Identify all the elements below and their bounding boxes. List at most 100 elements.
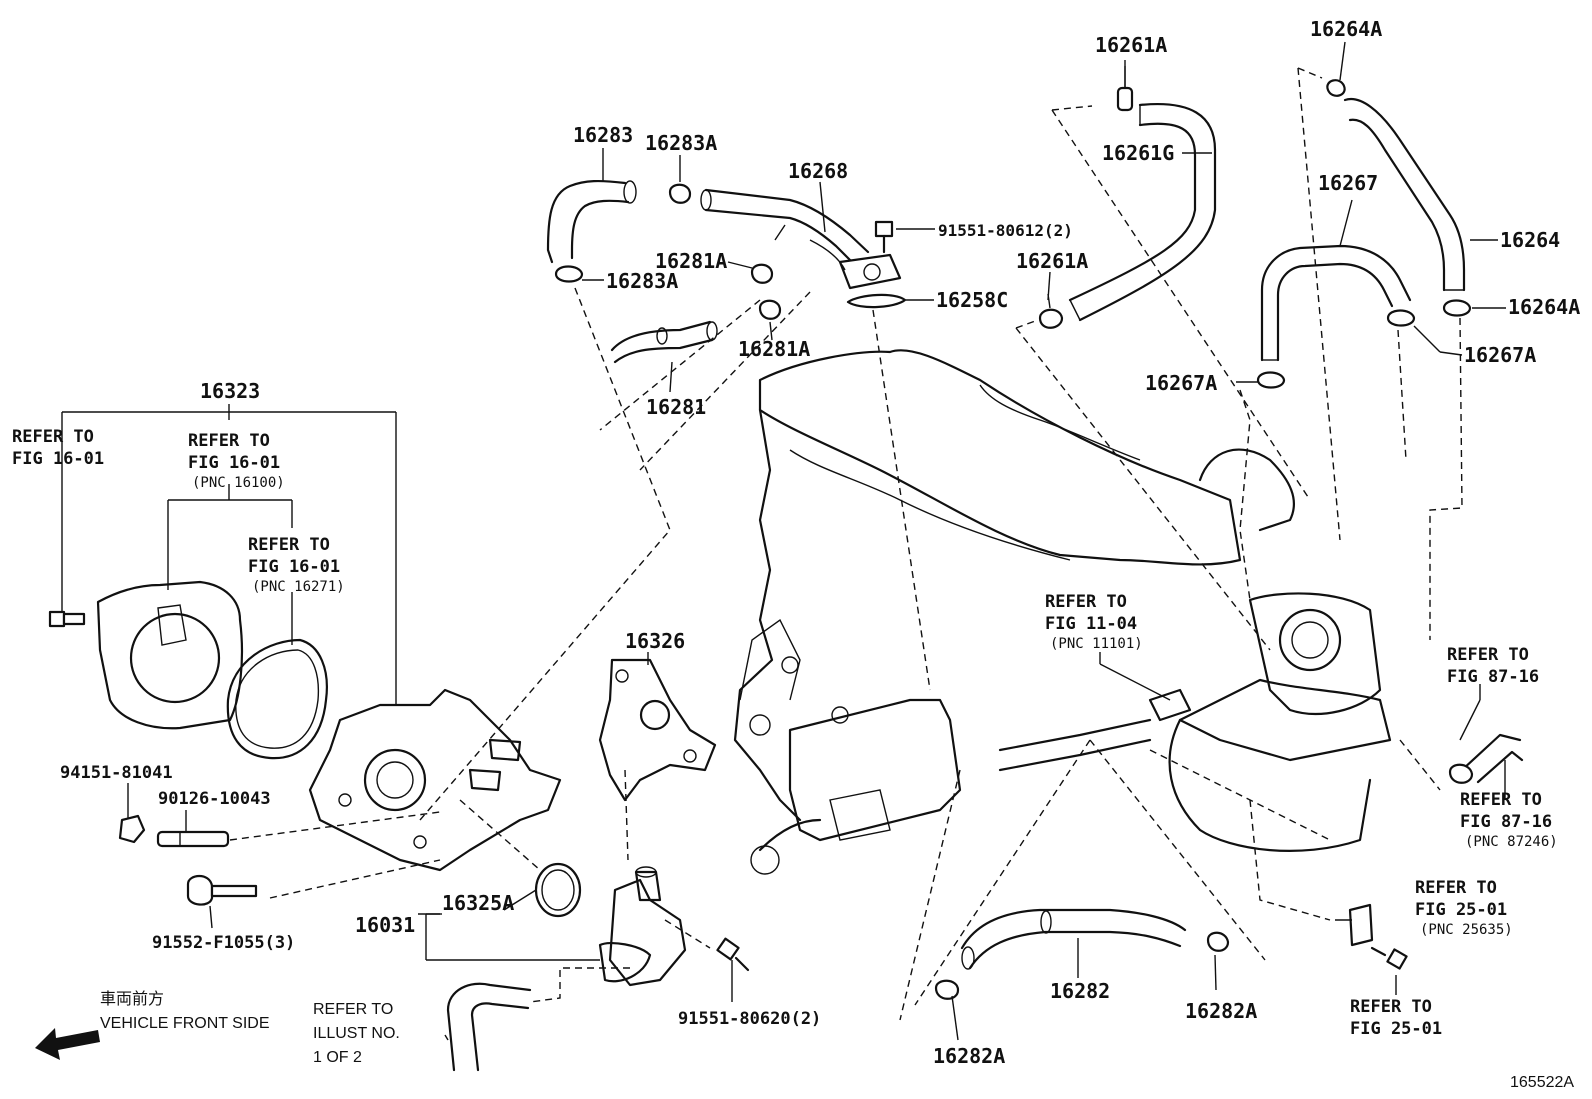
hose-lower-ref-drawing <box>446 982 532 1072</box>
label-16282A-left: 16282A <box>933 1044 1005 1068</box>
clamp-16261A-mid-drawing <box>1038 293 1064 329</box>
ref-fig-87-16-pnc-87246: REFER TO FIG 87-16 (PNC 87246) <box>1460 790 1558 850</box>
svg-text:FIG 87-16: FIG 87-16 <box>1447 667 1539 687</box>
svg-text:FIG 16-01: FIG 16-01 <box>12 449 104 469</box>
clamp-16283A-drawing <box>554 183 692 283</box>
svg-text:REFER TO: REFER TO <box>1447 645 1529 665</box>
label-16267A-right: 16267A <box>1464 343 1536 367</box>
label-16283A-bot: 16283A <box>606 269 678 293</box>
water-pump-16323-drawing <box>308 688 562 872</box>
o-ring-16325A-drawing <box>534 862 582 918</box>
label-16258C: 16258C <box>936 288 1008 312</box>
label-90126-10043: 90126-10043 <box>158 789 271 809</box>
svg-text:REFER TO: REFER TO <box>12 427 94 447</box>
ref-fig-25-01-bolt: REFER TO FIG 25-01 <box>1350 997 1442 1039</box>
bolt-ref-25-01-drawing <box>1370 946 1408 970</box>
svg-text:(PNC 11101): (PNC 11101) <box>1050 636 1143 652</box>
bolt-94151-81041-drawing <box>118 814 146 844</box>
label-16264A-top: 16264A <box>1310 17 1382 41</box>
hose-16283-drawing <box>546 179 637 264</box>
hose-16282-drawing <box>960 908 1187 970</box>
ref-fig-16-01-pnc-16271: REFER TO FIG 16-01 (PNC 16271) <box>248 535 345 595</box>
ref-illust-1-of-2: REFER TO ILLUST NO. 1 OF 2 <box>313 1001 400 1066</box>
svg-text:FIG 25-01: FIG 25-01 <box>1415 900 1507 920</box>
label-16281A-bot: 16281A <box>738 337 810 361</box>
label-16264: 16264 <box>1500 228 1560 252</box>
svg-text:(PNC 25635): (PNC 25635) <box>1420 922 1513 938</box>
label-16325A: 16325A <box>442 891 514 915</box>
label-16267A-left: 16267A <box>1145 371 1217 395</box>
leader-lines <box>61 41 1506 1041</box>
svg-text:(PNC 87246): (PNC 87246) <box>1465 834 1558 850</box>
svg-text:FIG 16-01: FIG 16-01 <box>188 453 280 473</box>
engine-block <box>733 349 1392 875</box>
hose-16267-drawing <box>1260 244 1412 362</box>
vehicle-front-en: VEHICLE FRONT SIDE <box>100 1015 270 1032</box>
svg-text:REFER TO: REFER TO <box>248 535 330 555</box>
label-16281A-top: 16281A <box>655 249 727 273</box>
hose-16261G-drawing <box>1068 103 1217 322</box>
vehicle-front-arrow-icon <box>35 1028 100 1060</box>
svg-text:FIG 87-16: FIG 87-16 <box>1460 812 1552 832</box>
label-94151-81041: 94151-81041 <box>60 763 173 783</box>
hose-16264-drawing <box>1343 97 1466 292</box>
svg-text:REFER TO: REFER TO <box>1415 878 1497 898</box>
label-16264A-bot: 16264A <box>1508 295 1580 319</box>
hose-16281-drawing <box>610 320 718 364</box>
svg-text:REFER TO: REFER TO <box>188 431 270 451</box>
label-91551-80620: 91551-80620(2) <box>678 1009 821 1029</box>
gasket-16258C-drawing <box>846 293 907 309</box>
ref-fig-25-01-pnc-25635: REFER TO FIG 25-01 (PNC 25635) <box>1415 878 1513 938</box>
clamp-16281A-drawing <box>750 263 782 320</box>
label-91551-80612: 91551-80612(2) <box>938 221 1073 240</box>
ref-fig-11-04-pnc-11101: REFER TO FIG 11-04 (PNC 11101) <box>1045 592 1143 652</box>
dashed-guides <box>229 67 1463 1021</box>
label-16281: 16281 <box>646 395 706 419</box>
clamp-16267A-drawing <box>1256 309 1416 389</box>
label-16282: 16282 <box>1050 979 1110 1003</box>
inlet-16031-drawing <box>598 866 687 987</box>
label-16261A-mid: 16261A <box>1016 249 1088 273</box>
bracket-25635-drawing <box>1335 903 1374 947</box>
pump-housing-16100-drawing <box>96 580 244 730</box>
ref-fig-16-01-bolt: REFER TO FIG 16-01 <box>12 427 104 469</box>
clamp-16264A-bot-drawing <box>1442 299 1472 317</box>
ref-fig-16-01-pnc-16100: REFER TO FIG 16-01 (PNC 16100) <box>188 431 285 491</box>
label-16283: 16283 <box>573 123 633 147</box>
svg-text:(PNC 16100): (PNC 16100) <box>192 475 285 491</box>
svg-text:FIG 25-01: FIG 25-01 <box>1350 1019 1442 1039</box>
ref-fig-87-16: REFER TO FIG 87-16 <box>1447 645 1539 687</box>
label-16261G: 16261G <box>1102 141 1174 165</box>
label-16268: 16268 <box>788 159 848 183</box>
bolt-91551-80612-drawing <box>874 220 894 254</box>
bolt-ref-16-01-drawing <box>48 610 86 628</box>
svg-text:FIG 16-01: FIG 16-01 <box>248 557 340 577</box>
clamp-16264A-top-drawing <box>1326 79 1346 97</box>
label-16283A-top: 16283A <box>645 131 717 155</box>
label-16326: 16326 <box>625 629 685 653</box>
label-16323: 16323 <box>200 379 260 403</box>
label-91552-F1055: 91552-F1055(3) <box>152 933 295 953</box>
bolt-91551-80620-drawing <box>716 937 750 972</box>
svg-text:ILLUST NO.: ILLUST NO. <box>313 1025 400 1042</box>
label-16031: 16031 <box>355 913 415 937</box>
svg-text:FIG 11-04: FIG 11-04 <box>1045 614 1137 634</box>
pipe-16268-drawing <box>700 188 902 290</box>
vehicle-front-jp: 車両前方 <box>100 990 164 1008</box>
svg-text:REFER TO: REFER TO <box>1350 997 1432 1017</box>
svg-text:REFER TO: REFER TO <box>1045 592 1127 612</box>
diagram-id: 165522A <box>1510 1074 1574 1091</box>
label-16282A-right: 16282A <box>1185 999 1257 1023</box>
reference-labels: REFER TO FIG 16-01 REFER TO FIG 16-01 (P… <box>12 427 1558 1066</box>
bolt-91552-F1055-drawing <box>186 874 258 906</box>
clamp-16282A-drawing <box>934 931 1230 1000</box>
inlet-gasket-16326-drawing <box>598 658 717 802</box>
part-labels: 16261A 16264A 16283 16283A 16268 16261G … <box>60 17 1580 1068</box>
stud-90126-10043-drawing <box>156 830 230 848</box>
svg-text:(PNC 16271): (PNC 16271) <box>252 579 345 595</box>
gasket-16271-drawing <box>226 638 328 760</box>
label-16261A-top: 16261A <box>1095 33 1167 57</box>
svg-text:REFER TO: REFER TO <box>313 1001 393 1018</box>
svg-text:1 OF 2: 1 OF 2 <box>313 1049 362 1066</box>
